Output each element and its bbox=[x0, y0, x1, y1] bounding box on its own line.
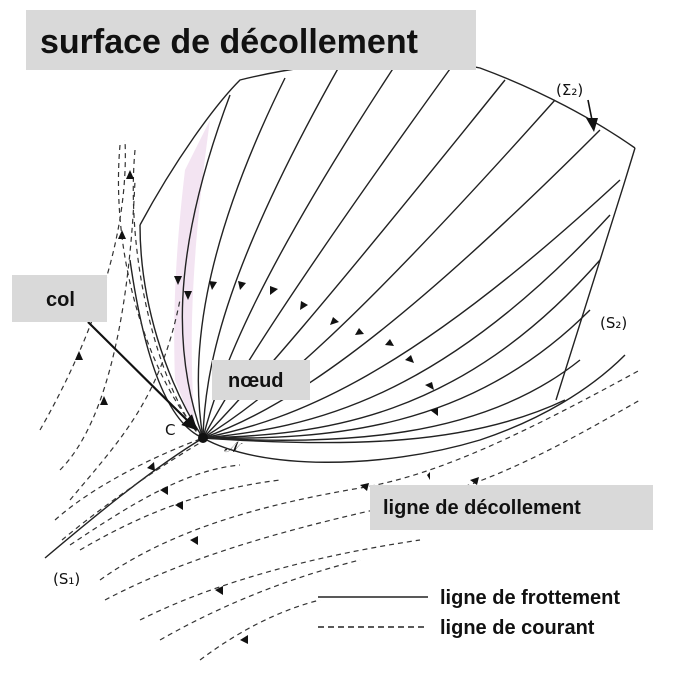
streamlines bbox=[39, 139, 641, 661]
n-label: 𝒩 bbox=[224, 438, 243, 456]
friction-lines bbox=[44, 57, 626, 559]
saddle-point-c bbox=[198, 433, 208, 443]
ligne-decollement-label: ligne de décollement bbox=[383, 497, 581, 519]
noeud-box bbox=[212, 360, 310, 400]
col-pointer bbox=[87, 321, 198, 431]
legend-dashed-label: ligne de courant bbox=[440, 617, 595, 639]
legend: ligne de frottement ligne de courant bbox=[318, 587, 620, 639]
s2-label: (S₂) bbox=[600, 314, 627, 332]
title: surface de décollement bbox=[40, 23, 418, 61]
noeud-label: nœud bbox=[228, 370, 284, 392]
ligne-decollement-box bbox=[370, 485, 653, 530]
surface-tint bbox=[174, 120, 210, 430]
sigma2-pointer bbox=[586, 99, 598, 132]
c-label: C bbox=[165, 421, 175, 439]
col-box bbox=[12, 275, 107, 322]
title-box bbox=[26, 10, 476, 70]
legend-solid-label: ligne de frottement bbox=[440, 587, 620, 609]
col-label: col bbox=[46, 289, 75, 311]
sigma2-label: (Σ₂) bbox=[556, 81, 583, 99]
surface-right-edge bbox=[555, 147, 636, 401]
streamline-arrows bbox=[75, 170, 479, 644]
s1-label: (S₁) bbox=[53, 570, 80, 588]
friction-arrows bbox=[174, 276, 438, 480]
